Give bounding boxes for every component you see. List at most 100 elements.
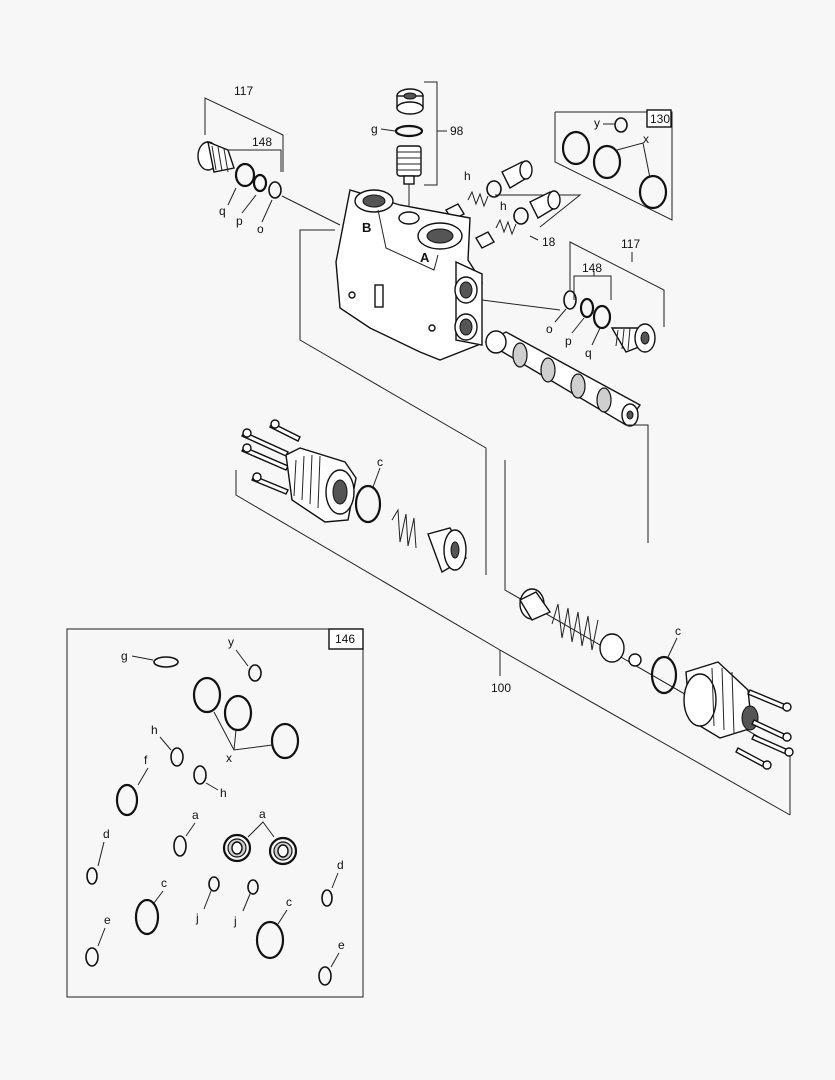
o-ring-icon bbox=[513, 207, 529, 225]
seal-kit-130: 130 y x bbox=[554, 109, 673, 221]
cap-screw-icon bbox=[241, 419, 301, 495]
o-ring-icon bbox=[579, 297, 595, 319]
kit-130-label-box bbox=[646, 109, 672, 128]
leader-line bbox=[499, 649, 791, 816]
o-ring-icon bbox=[486, 180, 502, 198]
kit-h1-label: h bbox=[151, 723, 158, 737]
o-ring-icon bbox=[252, 173, 268, 193]
spring-seat-icon bbox=[519, 588, 552, 621]
end-cap-right: c bbox=[519, 588, 794, 770]
callout-o-right: o bbox=[546, 322, 553, 336]
kit-x-label: x bbox=[226, 751, 232, 765]
plug-icon bbox=[610, 323, 656, 353]
o-ring-icon bbox=[255, 920, 285, 960]
o-ring-icon bbox=[223, 694, 253, 732]
plug-group-117-left: 117 148 q p o bbox=[197, 84, 341, 236]
kit-146-label: 146 bbox=[335, 632, 355, 646]
o-ring-icon bbox=[208, 876, 220, 892]
port-label-b: B bbox=[362, 220, 371, 235]
spool-icon bbox=[484, 330, 642, 427]
kit-e1-label: e bbox=[104, 913, 111, 927]
o-ring-icon bbox=[115, 783, 139, 817]
kit-h2-label: h bbox=[220, 786, 227, 800]
o-ring-icon bbox=[394, 124, 424, 138]
spring-icon bbox=[467, 190, 517, 236]
o-ring-icon bbox=[234, 162, 256, 188]
callout-18: 18 bbox=[542, 235, 556, 249]
leader-line bbox=[626, 424, 649, 543]
o-ring-icon bbox=[268, 181, 282, 199]
callout-h-1: h bbox=[464, 169, 471, 183]
o-ring-icon bbox=[86, 867, 98, 885]
callout-q-top: q bbox=[219, 204, 226, 218]
leader-line bbox=[299, 229, 487, 575]
o-ring-icon bbox=[193, 765, 207, 785]
o-ring-icon bbox=[614, 117, 628, 133]
plug-group-117-right: 117 148 o p q bbox=[481, 237, 665, 360]
leader-line bbox=[504, 460, 791, 815]
kit-f-label: f bbox=[144, 753, 148, 767]
back-up-ring-icon bbox=[222, 833, 298, 866]
o-ring-icon bbox=[354, 484, 382, 524]
o-ring-icon bbox=[248, 664, 262, 682]
o-ring-icon bbox=[153, 656, 179, 668]
plug-icon bbox=[628, 653, 642, 667]
callout-y-130: y bbox=[594, 116, 600, 130]
o-ring-icon bbox=[650, 655, 678, 695]
cap-screw-icon bbox=[735, 689, 794, 770]
kit-a2-label: a bbox=[259, 807, 266, 821]
callout-117-right: 117 bbox=[621, 237, 640, 251]
kit-g-label: g bbox=[121, 649, 128, 663]
seal-kit-146: 146 g y x h h f a a bbox=[66, 628, 364, 998]
kit-a1-label: a bbox=[192, 808, 199, 822]
o-ring-icon bbox=[170, 747, 184, 767]
callout-148-top: 148 bbox=[252, 135, 272, 149]
kit-c1-label: c bbox=[161, 876, 167, 890]
plug-icon bbox=[529, 190, 561, 219]
spring-icon bbox=[391, 508, 417, 549]
kit-y-label: y bbox=[228, 635, 234, 649]
spring-icon bbox=[551, 603, 599, 651]
callout-p-right: p bbox=[565, 334, 572, 348]
callout-100: 100 bbox=[491, 681, 511, 695]
port-label-a: A bbox=[420, 250, 430, 265]
o-ring-icon bbox=[192, 676, 222, 714]
plug-icon bbox=[501, 160, 533, 189]
plug-icon bbox=[197, 140, 235, 173]
o-ring-icon bbox=[134, 898, 160, 936]
kit-d2-label: d bbox=[337, 858, 344, 872]
callout-q-right: q bbox=[585, 346, 592, 360]
callout-98: 98 bbox=[450, 124, 464, 138]
end-cap-left: c bbox=[241, 419, 467, 574]
callout-g-top: g bbox=[371, 122, 378, 136]
callout-130: 130 bbox=[650, 112, 670, 126]
o-ring-icon bbox=[563, 290, 577, 310]
spring-seat-icon bbox=[427, 527, 467, 574]
o-ring-icon bbox=[270, 722, 300, 760]
callout-x-130: x bbox=[643, 132, 649, 146]
callout-h-2: h bbox=[500, 199, 507, 213]
callout-o-top: o bbox=[257, 222, 264, 236]
kit-c2-label: c bbox=[286, 895, 292, 909]
o-ring-icon bbox=[592, 144, 622, 180]
callout-c-right: c bbox=[675, 624, 681, 638]
leader-line bbox=[235, 470, 501, 651]
kit-d1-label: d bbox=[103, 827, 110, 841]
o-ring-icon bbox=[318, 966, 332, 986]
callout-117-top: 117 bbox=[234, 84, 253, 98]
valve-section-body-icon: B A bbox=[335, 189, 483, 361]
o-ring-icon bbox=[173, 835, 187, 857]
o-ring-icon bbox=[321, 889, 333, 907]
kit-j1-label: j bbox=[195, 911, 199, 925]
callout-c-left: c bbox=[377, 455, 383, 469]
cartridge-group-98: 98 g bbox=[371, 81, 464, 215]
kit-j2-label: j bbox=[233, 914, 237, 928]
check-poppet-icon bbox=[396, 145, 422, 185]
kit-e2-label: e bbox=[338, 938, 345, 952]
spring-seat-icon bbox=[599, 633, 625, 663]
kit-146-frame bbox=[66, 628, 364, 998]
plug-icon bbox=[396, 88, 424, 115]
o-ring-icon bbox=[247, 879, 259, 895]
callout-p-top: p bbox=[236, 214, 243, 228]
